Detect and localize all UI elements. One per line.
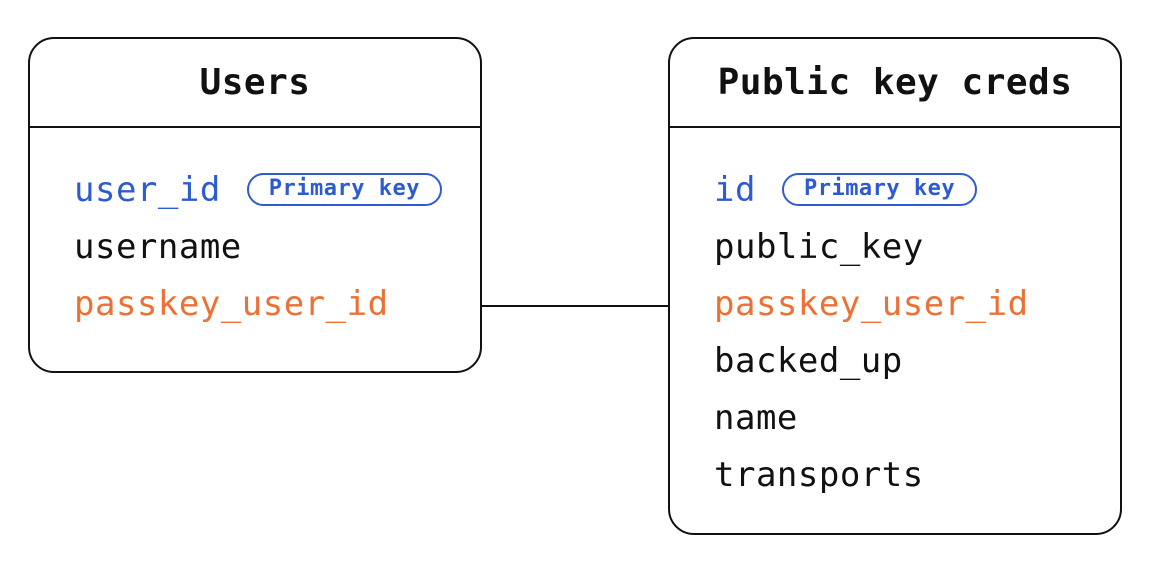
- table-public-key-creds-rows: id Primary key public_key passkey_user_i…: [670, 128, 1120, 503]
- field-user-id: user_id: [74, 169, 221, 210]
- field-username: username: [74, 226, 242, 267]
- table-row: name: [714, 389, 1120, 446]
- field-transports: transports: [714, 454, 924, 495]
- table-row: username: [74, 218, 480, 275]
- relationship-connector-line: [481, 305, 669, 307]
- table-row: passkey_user_id: [714, 275, 1120, 332]
- table-row: id Primary key: [714, 161, 1120, 218]
- table-users: Users user_id Primary key username passk…: [28, 37, 482, 373]
- table-users-title: Users: [30, 39, 480, 128]
- table-row: backed_up: [714, 332, 1120, 389]
- table-users-rows: user_id Primary key username passkey_use…: [30, 128, 480, 332]
- field-passkey-user-id: passkey_user_id: [714, 283, 1029, 324]
- field-id: id: [714, 169, 756, 210]
- primary-key-badge: Primary key: [781, 173, 978, 206]
- table-row: user_id Primary key: [74, 161, 480, 218]
- table-row: public_key: [714, 218, 1120, 275]
- field-public-key: public_key: [714, 226, 924, 267]
- table-public-key-creds: Public key creds id Primary key public_k…: [668, 37, 1122, 535]
- table-public-key-creds-title: Public key creds: [670, 39, 1120, 128]
- field-name: name: [714, 397, 798, 438]
- table-row: transports: [714, 446, 1120, 503]
- field-passkey-user-id: passkey_user_id: [74, 283, 389, 324]
- table-row: passkey_user_id: [74, 275, 480, 332]
- field-backed-up: backed_up: [714, 340, 903, 381]
- primary-key-badge: Primary key: [246, 173, 442, 206]
